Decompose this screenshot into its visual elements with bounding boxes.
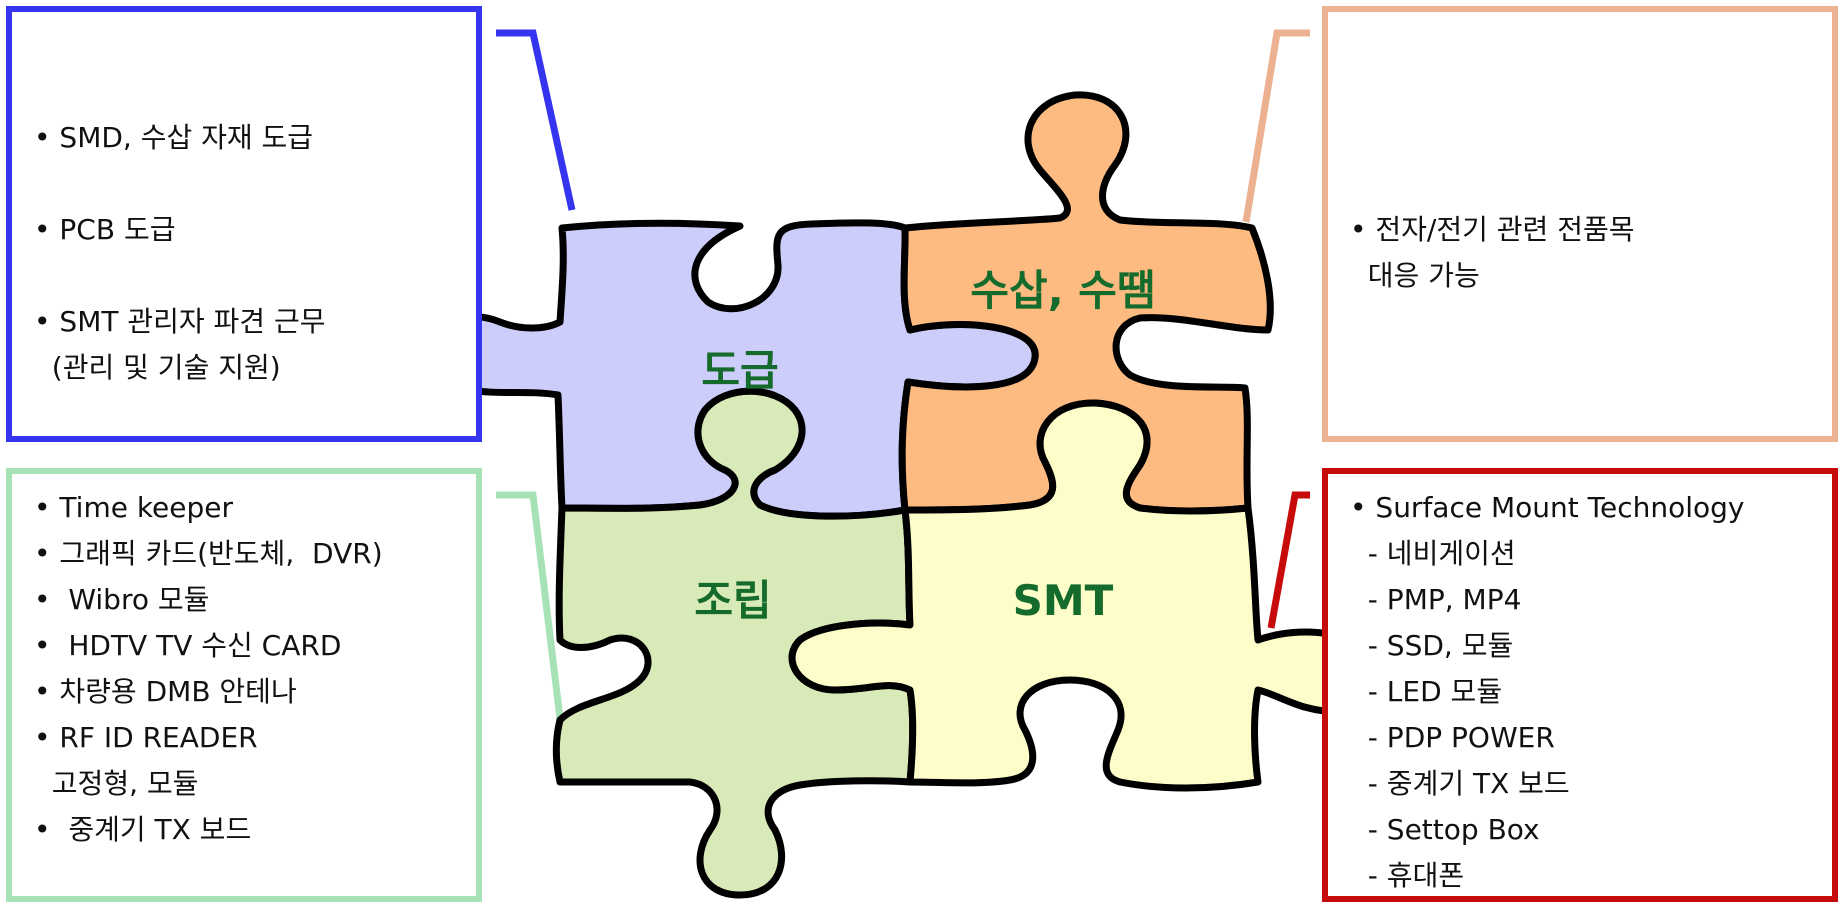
procure-line: (관리 및 기술 지원) <box>34 351 281 384</box>
smt-line: - 중계기 TX 보드 <box>1350 767 1570 800</box>
assembly-line: • 그래픽 카드(반도체, DVR) <box>34 537 383 570</box>
smt-line: - SSD, 모듈 <box>1350 629 1514 662</box>
connector-smt <box>1267 491 1310 629</box>
procure-line: • SMD, 수삽 자재 도급 <box>34 121 314 154</box>
procure-box: • SMD, 수삽 자재 도급 • PCB 도급 • SMT 관리자 파견 근무… <box>6 6 482 442</box>
piece-label-procure: 도급 <box>701 346 778 395</box>
puzzle-piece-smt <box>788 399 1394 792</box>
assembly-line: • Wibro 모듈 <box>34 583 210 616</box>
assembly-line: • 차량용 DMB 안테나 <box>34 675 297 708</box>
connector-procure <box>496 29 576 211</box>
piece-label-smt: SMT <box>1013 576 1114 625</box>
procure-line: • PCB 도급 <box>34 213 176 246</box>
assembly-line: • HDTV TV 수신 CARD <box>34 629 342 662</box>
connector-insert <box>1242 29 1310 223</box>
smt-line: • Surface Mount Technology <box>1350 491 1745 524</box>
insert-box: • 전자/전기 관련 전품목 대응 가능 <box>1322 6 1838 442</box>
smt-line: - 휴대폰 <box>1350 859 1465 892</box>
smt-box: • Surface Mount Technology - 네비게이션 - PMP… <box>1322 468 1838 902</box>
smt-line: - PDP POWER <box>1350 721 1555 754</box>
piece-label-assembly: 조립 <box>694 576 771 625</box>
smt-line: - Settop Box <box>1350 813 1540 846</box>
assembly-box: • Time keeper • 그래픽 카드(반도체, DVR) • Wibro… <box>6 468 482 902</box>
assembly-line: 고정형, 모듈 <box>34 767 199 800</box>
assembly-line: • RF ID READER <box>34 721 258 754</box>
smt-line: - PMP, MP4 <box>1350 583 1522 616</box>
assembly-line: • 중계기 TX 보드 <box>34 813 252 846</box>
smt-line: - 네비게이션 <box>1350 537 1516 570</box>
puzzle-piece-insert <box>898 91 1274 515</box>
smt-line: - LED 모듈 <box>1350 675 1503 708</box>
piece-label-insert: 수삽, 수땜 <box>970 266 1155 315</box>
procure-line: • SMT 관리자 파견 근무 <box>34 305 326 338</box>
assembly-line: • Time keeper <box>34 491 234 524</box>
insert-line: 대응 가능 <box>1350 259 1480 292</box>
connector-assembly <box>496 491 566 736</box>
insert-line: • 전자/전기 관련 전품목 <box>1350 213 1635 246</box>
